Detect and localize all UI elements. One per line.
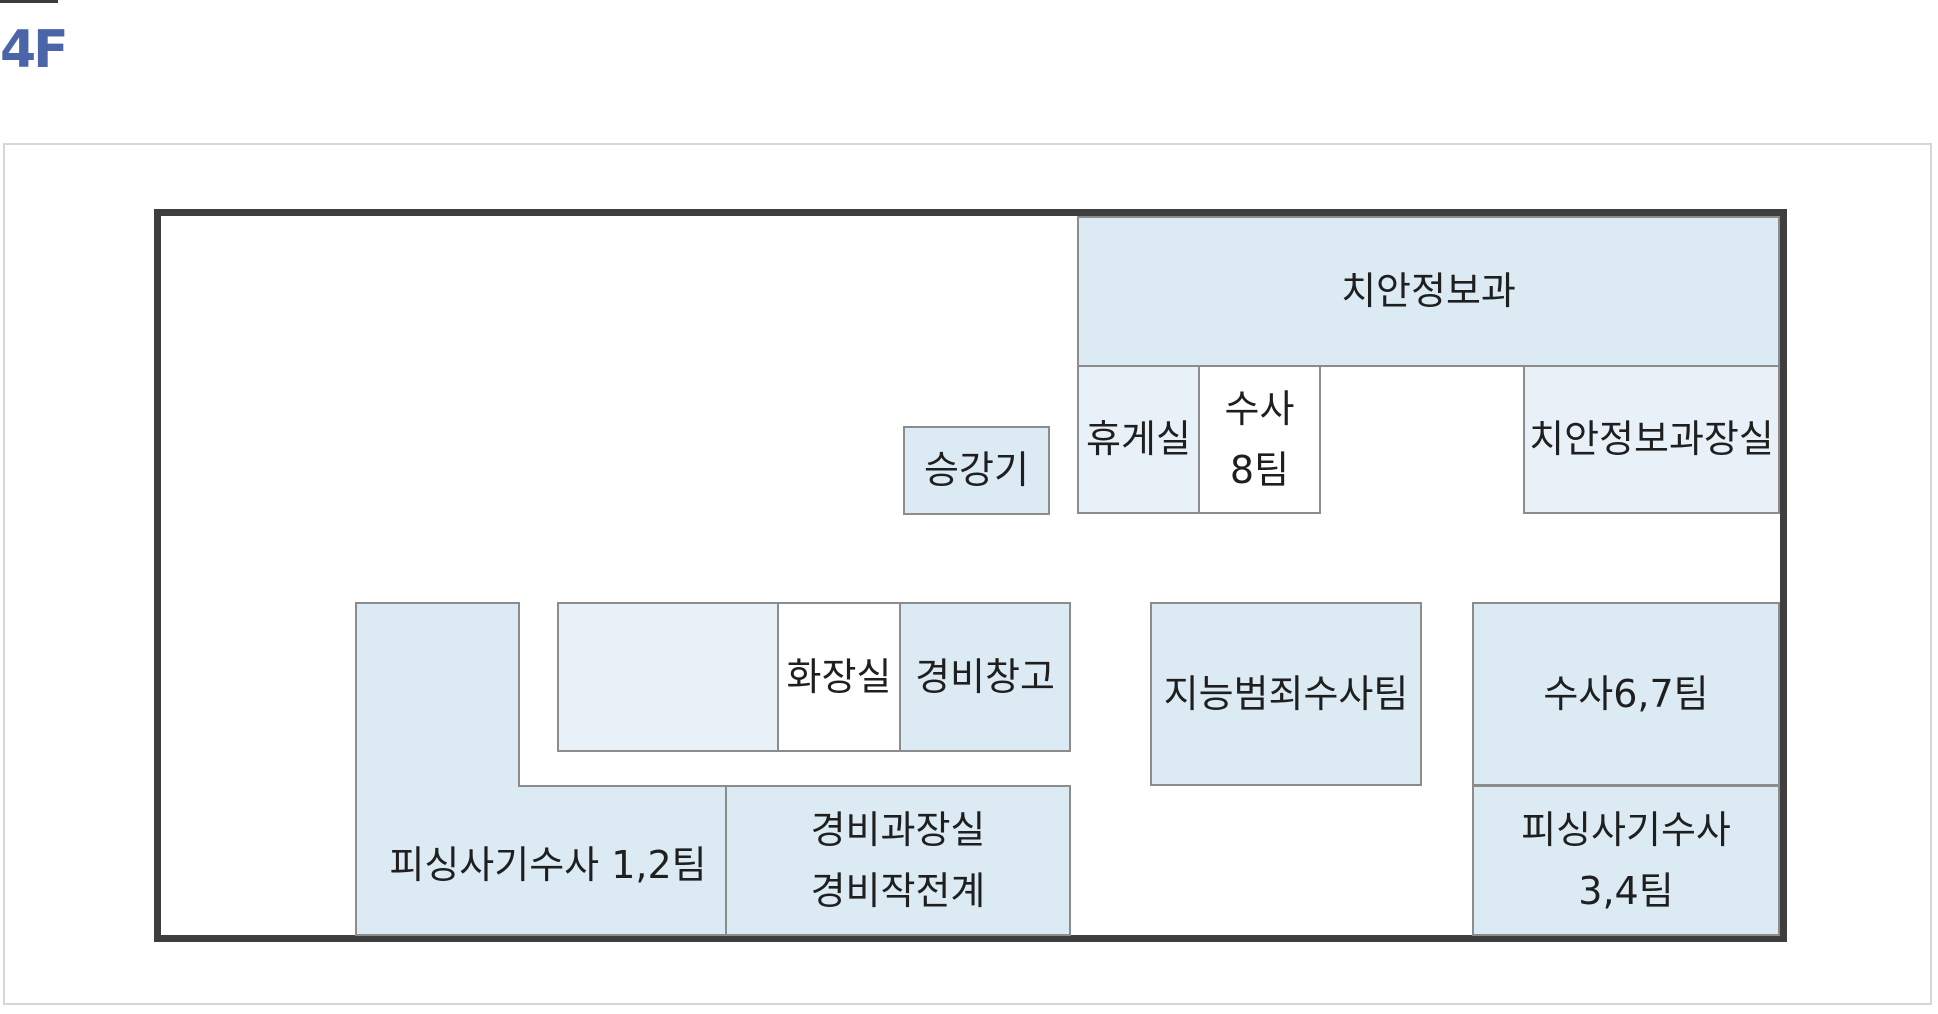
room-intelligent-crime-team[interactable]: 지능범죄수사팀 [1150,602,1422,786]
room-lounge[interactable]: 휴게실 [1077,365,1200,514]
room-elevator[interactable]: 승강기 [903,426,1050,515]
room-investigation-team-8[interactable]: 수사 8팀 [1198,365,1321,514]
room-guard-chief-office[interactable]: 경비과장실 경비작전계 [725,785,1071,936]
room-fraud-team-3-4[interactable]: 피싱사기수사 3,4팀 [1472,785,1780,936]
room-investigation-team-6-7[interactable]: 수사6,7팀 [1472,602,1780,786]
room-unlabeled[interactable] [557,602,779,752]
room-security-info-division[interactable]: 치안정보과 [1077,216,1780,367]
room-security-info-chief-office[interactable]: 치안정보과장실 [1523,365,1780,514]
floor-label-underline [0,0,58,3]
floor-label: 4F [0,20,69,80]
room-guard-storage[interactable]: 경비창고 [899,602,1071,752]
room-fraud-team-1-2-label: 피싱사기수사 1,2팀 [389,842,707,887]
